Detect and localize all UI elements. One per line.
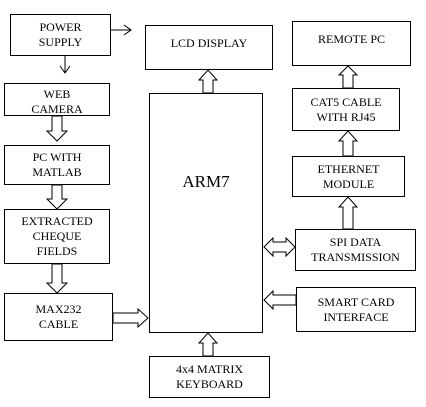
extracted-cheque-fields-label: EXTRACTED CHEQUE FIELDS [21, 214, 93, 258]
ethernet-module-label: ETHERNET MODULE [317, 161, 380, 191]
keyboard-box: 4x4 MATRIX KEYBOARD [149, 356, 270, 398]
lcd-display-label: LCD DISPLAY [170, 36, 248, 50]
arrow-arm7-to-lcd [197, 69, 219, 94]
arm7-box: ARM7 [149, 93, 263, 333]
extracted-cheque-fields-box: EXTRACTED CHEQUE FIELDS [4, 209, 110, 264]
web-camera-box: WEB CAMERA [4, 83, 110, 116]
keyboard-label: 4x4 MATRIX KEYBOARD [175, 362, 243, 391]
cat5-cable-label: CAT5 CABLE WITH RJ45 [310, 95, 382, 124]
arrow-webcam-to-pc [45, 115, 69, 142]
lcd-display-box: LCD DISPLAY [145, 25, 273, 70]
remote-pc-box: REMOTE PC [292, 21, 411, 66]
arrow-power-right-head [123, 24, 132, 36]
arm7-label: ARM7 [182, 172, 230, 191]
arrow-fields-to-max232 [45, 263, 69, 294]
arrow-cat5-to-remote [337, 65, 359, 89]
arrow-spi-to-ethernet [337, 196, 359, 230]
power-supply-label: POWER SUPPLY [38, 20, 83, 49]
pc-with-matlab-label: PC WITH MATLAB [32, 150, 82, 179]
power-supply-box: POWER SUPPLY [10, 14, 111, 56]
arrow-ethernet-to-cat5 [337, 130, 359, 157]
arrow-pc-to-fields [45, 184, 69, 210]
arrow-arm7-spi [263, 236, 296, 258]
cat5-cable-box: CAT5 CABLE WITH RJ45 [292, 88, 400, 131]
arrow-max232-to-arm7 [112, 307, 149, 329]
smart-card-interface-box: SMART CARD INTERFACE [296, 287, 416, 332]
arrow-keyboard-to-arm7 [197, 332, 219, 357]
max232-cable-label: MAX232 CABLE [35, 302, 82, 331]
spi-data-transmission-box: SPI DATA TRANSMISSION [295, 229, 416, 271]
remote-pc-label: REMOTE PC [317, 32, 385, 46]
pc-with-matlab-box: PC WITH MATLAB [4, 145, 110, 185]
spi-data-transmission-label: SPI DATA TRANSMISSION [311, 235, 400, 264]
ethernet-module-box: ETHERNET MODULE [292, 156, 405, 197]
arrow-power-down-head [59, 65, 71, 74]
smart-card-interface-label: SMART CARD INTERFACE [317, 294, 395, 324]
max232-cable-box: MAX232 CABLE [4, 293, 113, 341]
arrow-smartcard-to-arm7 [263, 289, 297, 311]
web-camera-label: WEB CAMERA [31, 87, 83, 116]
